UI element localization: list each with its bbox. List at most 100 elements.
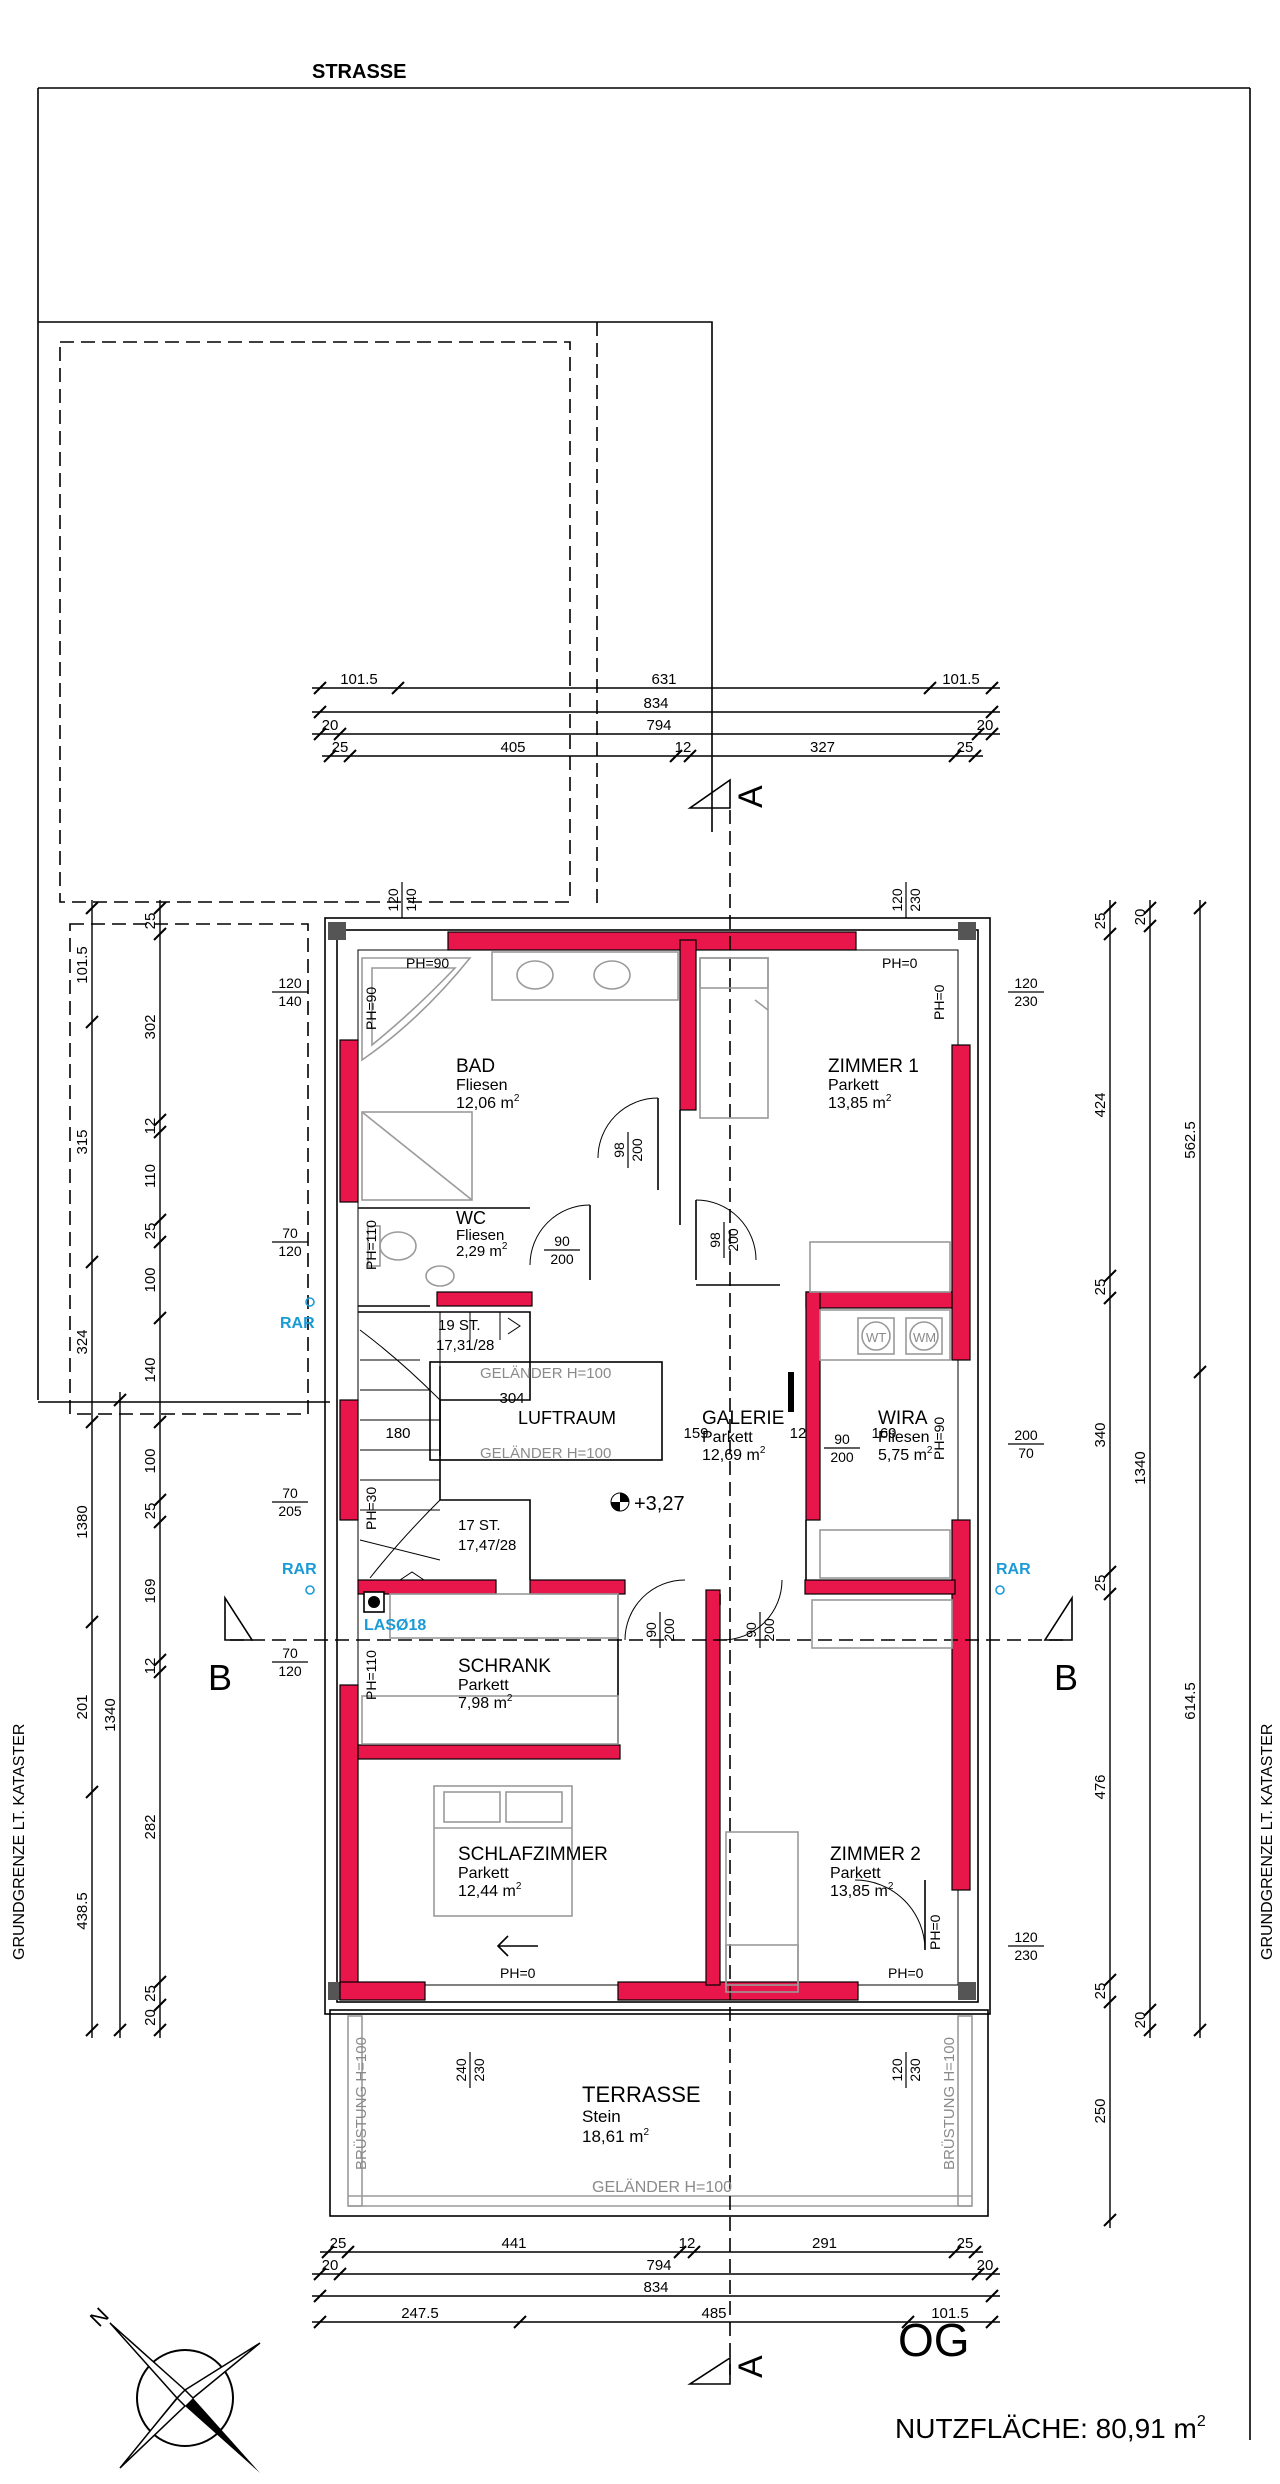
dim-left-inner-value: 25: [142, 913, 159, 930]
svg-text:240: 240: [453, 2058, 469, 2082]
ph-wira: PH=90: [931, 1417, 947, 1460]
carport-outline: [59, 322, 598, 1415]
rar-right: RAR: [996, 1561, 1031, 1578]
dimension-tick: [153, 1311, 167, 1325]
room-schlafzimmer-area: 12,44 m2: [458, 1881, 522, 1900]
dim-top-4-value: 25: [332, 739, 349, 756]
svg-text:200: 200: [761, 1618, 777, 1642]
svg-text:200: 200: [661, 1618, 677, 1642]
dim-left-outer-value: 438.5: [74, 1892, 91, 1930]
dimension-tick: [323, 749, 337, 763]
ph-bad: PH=90: [406, 955, 449, 971]
dim-bottom-1-value: 25: [330, 2235, 347, 2252]
dim-right-outer-value: 614.5: [1182, 1682, 1199, 1720]
opening-dimensions: 1201407012070205701201202302007012023012…: [272, 882, 1044, 2088]
dimension-tick: [333, 727, 347, 741]
dimension-tick: [313, 705, 327, 719]
dimension-tick: [1103, 1291, 1117, 1305]
dimension-tick: [153, 1113, 167, 1127]
svg-text:230: 230: [471, 2058, 487, 2082]
dimension-tick: [1103, 927, 1117, 941]
dimension-tick: [985, 2315, 999, 2329]
svg-text:120: 120: [889, 888, 905, 912]
dim-right-inner-value: 25: [1092, 913, 1109, 930]
svg-text:200: 200: [629, 1138, 645, 1162]
svg-text:70: 70: [282, 1485, 298, 1501]
dim-right-inner-value: 25: [1092, 1983, 1109, 2000]
room-zimmer2-area: 13,85 m2: [830, 1881, 894, 1900]
dimension-tick: [923, 681, 937, 695]
section-a-top: A: [732, 785, 770, 808]
room-zimmer2-floor: Parkett: [830, 1865, 881, 1882]
room-wc-floor: Fliesen: [456, 1227, 504, 1244]
dim-right-inner-value: 340: [1092, 1422, 1109, 1447]
svg-text:90: 90: [643, 1622, 659, 1638]
svg-text:90: 90: [554, 1233, 570, 1249]
dimension-tick: [341, 2245, 355, 2259]
dim-bottom-1-value: 25: [957, 2235, 974, 2252]
las-label: LASØ18: [364, 1617, 426, 1634]
terrasse-bruestung-right: BRÜSTUNG H=100: [940, 2037, 958, 2170]
dimension-tick: [1143, 2023, 1157, 2037]
room-wc-area: 2,29 m2: [456, 1241, 508, 1260]
ph-wc: PH=110: [363, 1220, 379, 1270]
terrasse-gelaender: GELÄNDER H=100: [592, 2178, 732, 2196]
dim-left-inner-value: 140: [142, 1357, 159, 1382]
svg-text:120: 120: [278, 1243, 302, 1259]
dimension-tick: [153, 1998, 167, 2012]
dim-left-inner-value: 25: [142, 1223, 159, 1240]
dim-right-outer-value: 562.5: [1182, 1121, 1199, 1159]
dim-left-inner-value: 100: [142, 1267, 159, 1292]
ph-bad-side: PH=90: [363, 987, 379, 1030]
room-schrank-area: 7,98 m2: [458, 1693, 513, 1712]
dimension-tick: [85, 1015, 99, 1029]
washer-label: WT: [866, 1330, 886, 1345]
dim-top-4-value: 405: [500, 739, 525, 756]
dimension-tick: [153, 1235, 167, 1249]
luftraum-label: LUFTRAUM: [518, 1408, 616, 1428]
ph-stairs: PH=30: [363, 1487, 379, 1530]
dimension-tick: [1103, 1269, 1117, 1283]
dimension-tick: [391, 681, 405, 695]
svg-text:205: 205: [278, 1503, 302, 1519]
dimension-tick: [113, 1393, 127, 1407]
section-lines: [224, 778, 1073, 2385]
svg-text:70: 70: [1018, 1445, 1034, 1461]
dim-top-4-value: 25: [957, 739, 974, 756]
room-wc-name: WC: [456, 1208, 486, 1228]
svg-text:120: 120: [889, 2058, 905, 2082]
svg-text:120: 120: [278, 975, 302, 991]
walls: [339, 931, 971, 2001]
dim-wira-width: 169: [871, 1425, 896, 1442]
dimension-tick: [313, 2289, 327, 2303]
ph-zimmer1-side: PH=0: [931, 984, 947, 1020]
gelaender-lower: GELÄNDER H=100: [480, 1445, 611, 1462]
dim-left-inner-value: 100: [142, 1448, 159, 1473]
dimension-tick: [985, 2289, 999, 2303]
dimension-tick: [1143, 901, 1157, 915]
floor-label: OG: [898, 2314, 970, 2366]
dim-left-mid-value: 1340: [102, 1698, 119, 1731]
dimension-tick: [985, 681, 999, 695]
dim-right-inner-value: 476: [1092, 1774, 1109, 1799]
dim-left-inner-value: 25: [142, 1503, 159, 1520]
svg-text:230: 230: [907, 888, 923, 912]
svg-text:200: 200: [725, 1228, 741, 1252]
dim-right-mid-value: 20: [1132, 909, 1149, 926]
dimension-tick: [1103, 1587, 1117, 1601]
dimension-tick: [948, 2245, 962, 2259]
dim-right-inner-value: 250: [1092, 2098, 1109, 2123]
rar-left-upper: RAR: [280, 1315, 315, 1332]
plot-outline: [37, 87, 1251, 2440]
ph-schlafzimmer: PH=0: [500, 1965, 536, 1981]
ph-zimmer2-side: PH=0: [927, 1914, 943, 1950]
room-galerie-name: GALERIE: [702, 1408, 784, 1429]
svg-text:70: 70: [282, 1645, 298, 1661]
